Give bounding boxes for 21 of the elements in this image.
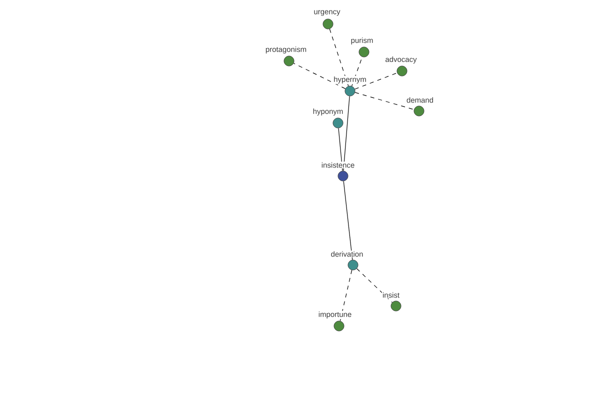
node-circle [348,260,358,270]
connector-line [293,63,346,89]
node-circle [334,320,344,332]
connector-line [351,56,363,86]
node-circle [338,170,348,182]
node-circle [390,300,402,312]
connector-line [354,92,414,110]
node-circle [322,18,334,30]
node-circle [358,46,370,58]
connector-line [354,72,398,90]
node-circle [414,106,424,116]
connector-line [343,96,350,172]
node-circle [396,66,408,76]
connector-line [356,268,392,303]
connector-line [343,180,353,260]
connector-line [329,28,349,86]
node-circle [332,118,344,128]
connector-line [338,128,343,172]
node-circle [284,56,294,66]
node-circle [344,86,356,96]
connector-line [340,270,352,322]
